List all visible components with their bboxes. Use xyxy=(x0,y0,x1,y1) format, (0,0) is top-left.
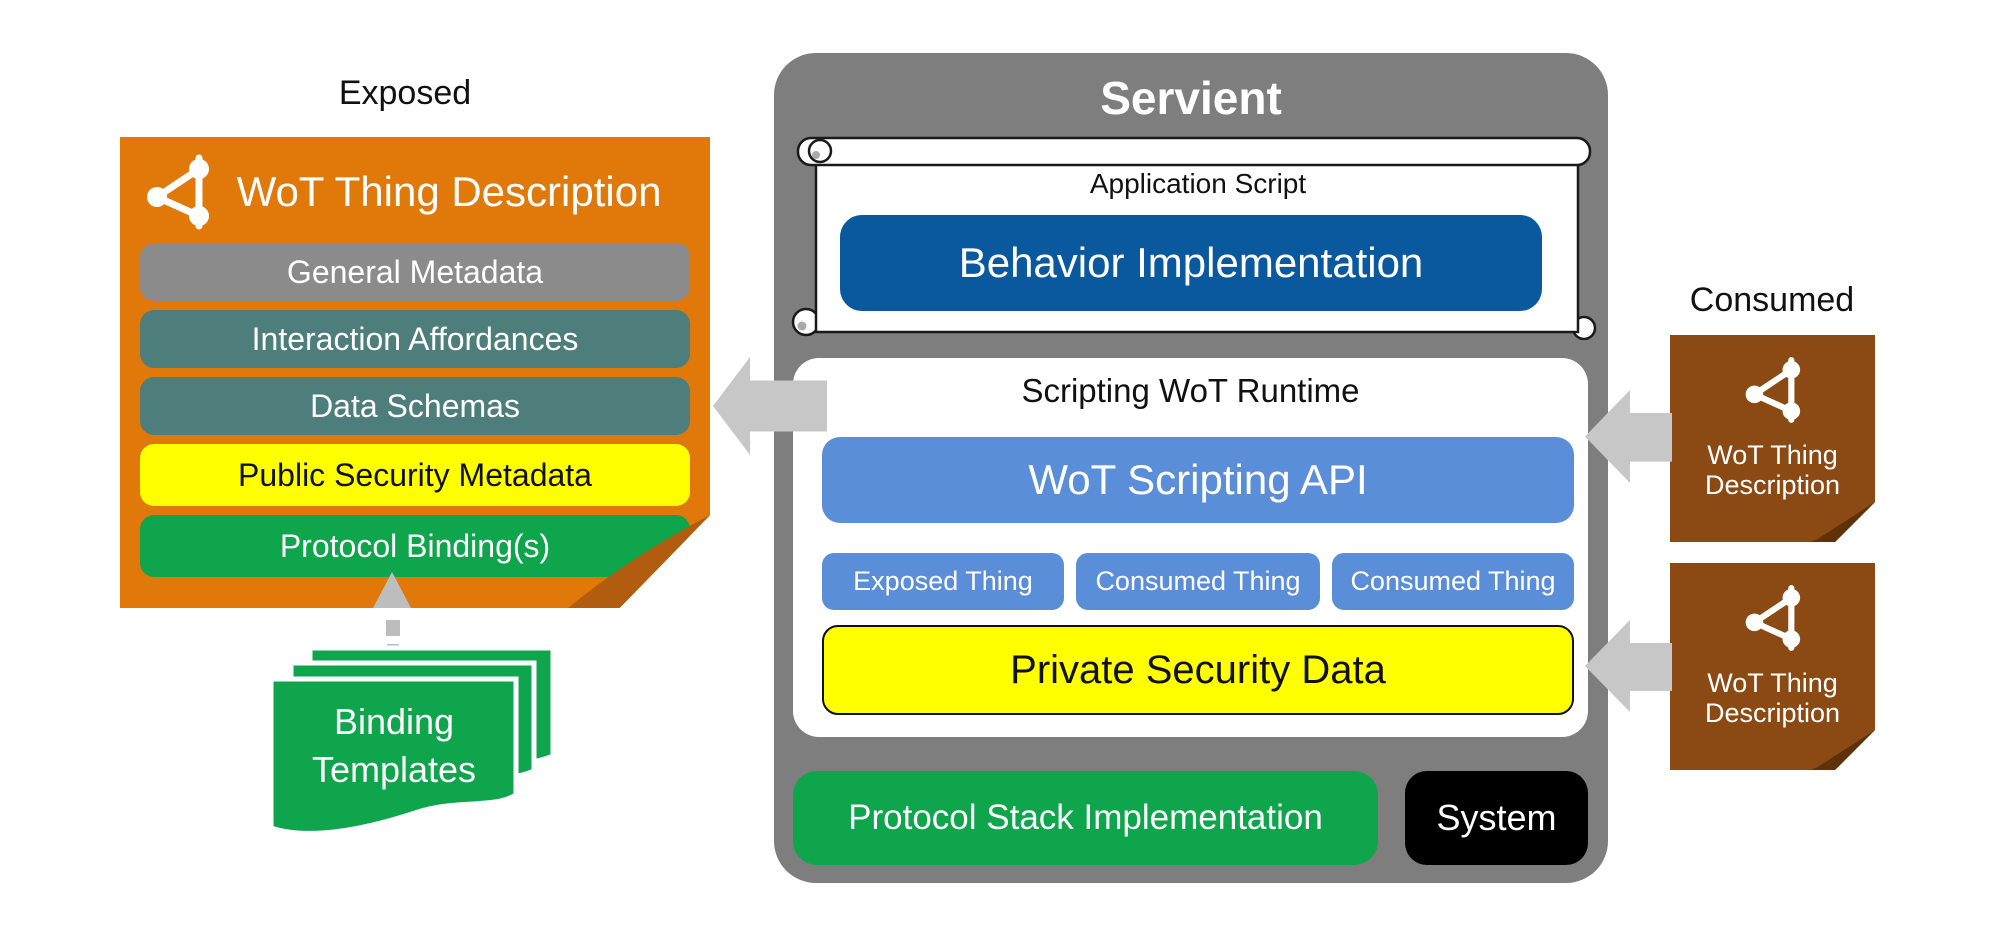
consumed-thing-box: Consumed Thing xyxy=(1332,553,1574,610)
protocol-stack-implementation-box: Protocol Stack Implementation xyxy=(793,771,1378,865)
scripting-wot-runtime-title: Scripting WoT Runtime xyxy=(1021,372,1360,409)
td-row-general-metadata: General Metadata xyxy=(140,243,690,301)
servient-container: Servient Application Script Behavior Imp… xyxy=(774,53,1608,883)
td-row-protocol-bindings: Protocol Binding(s) xyxy=(140,515,690,577)
binding-templates-stack xyxy=(268,645,556,836)
private-security-data-box: Private Security Data xyxy=(822,625,1574,715)
system-box: System xyxy=(1405,771,1588,865)
td-card-title: WoT Thing Description xyxy=(236,168,662,215)
exposed-section-label: Exposed xyxy=(338,74,472,112)
wot-thing-description-card: WoT Thing Description General Metadata I… xyxy=(120,137,710,608)
consumed-section-label: Consumed xyxy=(1689,281,1855,319)
scripting-wot-runtime-box: Scripting WoT Runtime WoT Scripting API … xyxy=(793,358,1588,737)
exposed-thing-box: Exposed Thing xyxy=(822,553,1064,610)
folded-corner-icon xyxy=(1810,730,1875,770)
binding-templates-label: Binding Templates xyxy=(311,701,477,790)
td-row-public-security-metadata: Public Security Metadata xyxy=(140,444,690,506)
td-card-header: WoT Thing Description xyxy=(142,154,688,230)
consumed-td-card: WoT Thing Description xyxy=(1670,563,1875,770)
application-script-label: Application Script xyxy=(1089,168,1307,199)
dashed-arrow-segment xyxy=(386,620,400,636)
td-row-data-schemas: Data Schemas xyxy=(140,377,690,435)
consumed-td-card: WoT Thing Description xyxy=(1670,335,1875,542)
consumed-td-label: WoT Thing Description xyxy=(1704,440,1841,501)
wot-logo-icon xyxy=(1745,357,1801,423)
wot-scripting-api-box: WoT Scripting API xyxy=(822,437,1574,523)
consumed-thing-box: Consumed Thing xyxy=(1076,553,1320,610)
consumed-td-label: WoT Thing Description xyxy=(1704,668,1841,729)
td-row-interaction-affordances: Interaction Affordances xyxy=(140,310,690,368)
folded-corner-icon xyxy=(1810,502,1875,542)
wot-logo-icon xyxy=(147,154,209,230)
wot-logo-icon xyxy=(1745,585,1801,651)
servient-title: Servient xyxy=(1100,72,1282,124)
behavior-implementation-box: Behavior Implementation xyxy=(840,215,1542,311)
